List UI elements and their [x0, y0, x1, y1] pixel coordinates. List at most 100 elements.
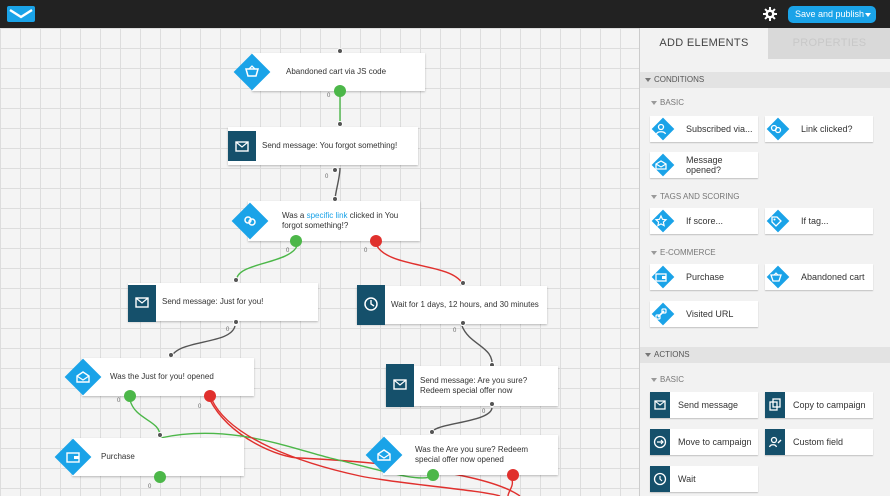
node-output-port[interactable] — [233, 319, 239, 325]
element-copy-to-campaign[interactable]: Copy to campaign — [765, 392, 873, 418]
node-send-message-are-you-sure[interactable]: Send message: Are you sure? Redeem speci… — [386, 366, 558, 406]
counter: 0 — [327, 93, 331, 99]
section-actions[interactable]: ACTIONS — [640, 347, 890, 363]
node-send-message-forgot[interactable]: Send message: You forgot something! — [228, 127, 418, 165]
subsection-basic[interactable]: BASIC — [651, 98, 684, 107]
node-wait[interactable]: Wait for 1 days, 12 hours, and 30 minute… — [357, 286, 547, 324]
action-square — [228, 131, 256, 161]
yes-check-icon[interactable] — [334, 85, 346, 97]
element-wait[interactable]: Wait — [650, 466, 758, 492]
chevron-down-icon — [651, 101, 657, 105]
envelope-icon — [654, 400, 666, 410]
node-input-port[interactable] — [233, 277, 239, 283]
chevron-down-icon[interactable] — [865, 13, 871, 17]
section-conditions[interactable]: CONDITIONS — [640, 72, 890, 88]
node-input-port[interactable] — [168, 352, 174, 358]
link-icon — [770, 124, 782, 134]
link-icon — [244, 216, 256, 226]
clock-icon — [364, 297, 378, 311]
subsection-actions-basic[interactable]: BASIC — [651, 375, 684, 384]
node-label: Send message: Just for you! — [162, 297, 264, 306]
node-label: Abandoned cart via JS code — [286, 67, 387, 76]
node-was-are-you-sure-opened[interactable]: Was the Are you sure? Redeem special off… — [383, 435, 558, 475]
tag-icon — [771, 216, 782, 227]
elements-panel: ADD ELEMENTS PROPERTIES CONDITIONS BASIC… — [639, 28, 890, 496]
user-icon — [655, 123, 667, 135]
user-edit-icon — [768, 436, 782, 448]
save-and-publish-button[interactable]: Save and publish — [788, 6, 876, 23]
chevron-down-icon — [651, 378, 657, 382]
element-message-opened[interactable]: Message opened? — [650, 152, 758, 178]
element-visited-url[interactable]: Visited URL — [650, 301, 758, 327]
element-link-clicked[interactable]: Link clicked? — [765, 116, 873, 142]
logo-envelope-icon — [7, 6, 35, 22]
node-input-port[interactable] — [429, 429, 435, 435]
node-output-port[interactable] — [460, 320, 466, 326]
node-output-port[interactable] — [489, 401, 495, 407]
node-purchase[interactable]: Purchase — [72, 438, 244, 476]
no-cross-icon[interactable] — [204, 390, 216, 402]
node-label-pre: Was a — [282, 211, 307, 220]
envelope-icon — [135, 297, 149, 308]
element-if-tag[interactable]: If tag... — [765, 208, 873, 234]
element-move-to-campaign[interactable]: Move to campaign — [650, 429, 758, 455]
element-custom-field[interactable]: Custom field — [765, 429, 873, 455]
node-label: Was the Are you sure? Redeem special off… — [415, 445, 529, 464]
counter: 0 — [148, 484, 152, 490]
save-and-publish-label: Save and publish — [795, 9, 865, 19]
no-cross-icon[interactable] — [370, 235, 382, 247]
counter: 0 — [286, 248, 290, 254]
element-purchase[interactable]: Purchase — [650, 264, 758, 290]
wallet-icon — [655, 273, 667, 282]
counter: 0 — [453, 328, 457, 334]
specific-link[interactable]: specific link — [306, 211, 348, 220]
node-input-port[interactable] — [157, 432, 163, 438]
top-bar: Save and publish — [0, 0, 890, 28]
counter: 0 — [226, 327, 230, 333]
subsection-tags-and-scoring[interactable]: TAGS AND SCORING — [651, 192, 739, 201]
element-send-message[interactable]: Send message — [650, 392, 758, 418]
envelope-open-icon — [655, 160, 667, 170]
element-abandoned-cart[interactable]: Abandoned cart — [765, 264, 873, 290]
connection-lines — [129, 48, 521, 496]
node-label-post: clicked in You forgot something!? — [282, 211, 399, 230]
node-label: Purchase — [101, 452, 135, 461]
cart-icon — [770, 272, 782, 282]
node-label: Send message: Are you sure? Redeem speci… — [420, 376, 528, 395]
cart-icon — [245, 65, 259, 77]
yes-check-icon[interactable] — [290, 235, 302, 247]
tab-add-elements[interactable]: ADD ELEMENTS — [640, 28, 768, 59]
node-input-port[interactable] — [337, 121, 343, 127]
tab-properties[interactable]: PROPERTIES — [768, 28, 890, 59]
counter: 0 — [482, 409, 486, 415]
counter: 0 — [198, 404, 202, 410]
counter: 0 — [117, 398, 121, 404]
node-label: Wait for 1 days, 12 hours, and 30 minute… — [391, 300, 539, 309]
node-label: Send message: You forgot something! — [262, 141, 398, 150]
envelope-open-icon — [377, 449, 391, 461]
element-if-score[interactable]: If score... — [650, 208, 758, 234]
workflow-canvas[interactable]: Abandoned cart via JS code 0 Send messag… — [0, 28, 639, 496]
settings-gear-icon[interactable] — [762, 6, 778, 22]
envelope-open-icon — [76, 371, 90, 383]
no-cross-icon[interactable] — [507, 469, 519, 481]
node-was-link-clicked[interactable]: Was a specific link clicked in You forgo… — [248, 201, 420, 241]
counter: 0 — [325, 174, 329, 180]
element-subscribed-via[interactable]: Subscribed via... — [650, 116, 758, 142]
subsection-e-commerce[interactable]: E-COMMERCE — [651, 248, 716, 257]
node-label: Was the Just for you! opened — [110, 372, 214, 381]
yes-check-icon[interactable] — [154, 471, 166, 483]
node-output-port[interactable] — [332, 167, 338, 173]
node-input-port[interactable] — [460, 280, 466, 286]
node-abandoned-cart[interactable]: Abandoned cart via JS code — [252, 53, 425, 91]
chevron-down-icon — [651, 251, 657, 255]
node-was-just-for-you-opened[interactable]: Was the Just for you! opened — [82, 358, 254, 396]
node-send-message-just-for-you[interactable]: Send message: Just for you! — [128, 283, 318, 321]
chevron-down-icon — [645, 353, 651, 357]
counter: 0 — [364, 248, 368, 254]
yes-check-icon[interactable] — [427, 469, 439, 481]
yes-check-icon[interactable] — [124, 390, 136, 402]
arrow-right-icon — [653, 435, 667, 449]
chevron-down-icon — [651, 195, 657, 199]
link-icon — [655, 308, 667, 320]
